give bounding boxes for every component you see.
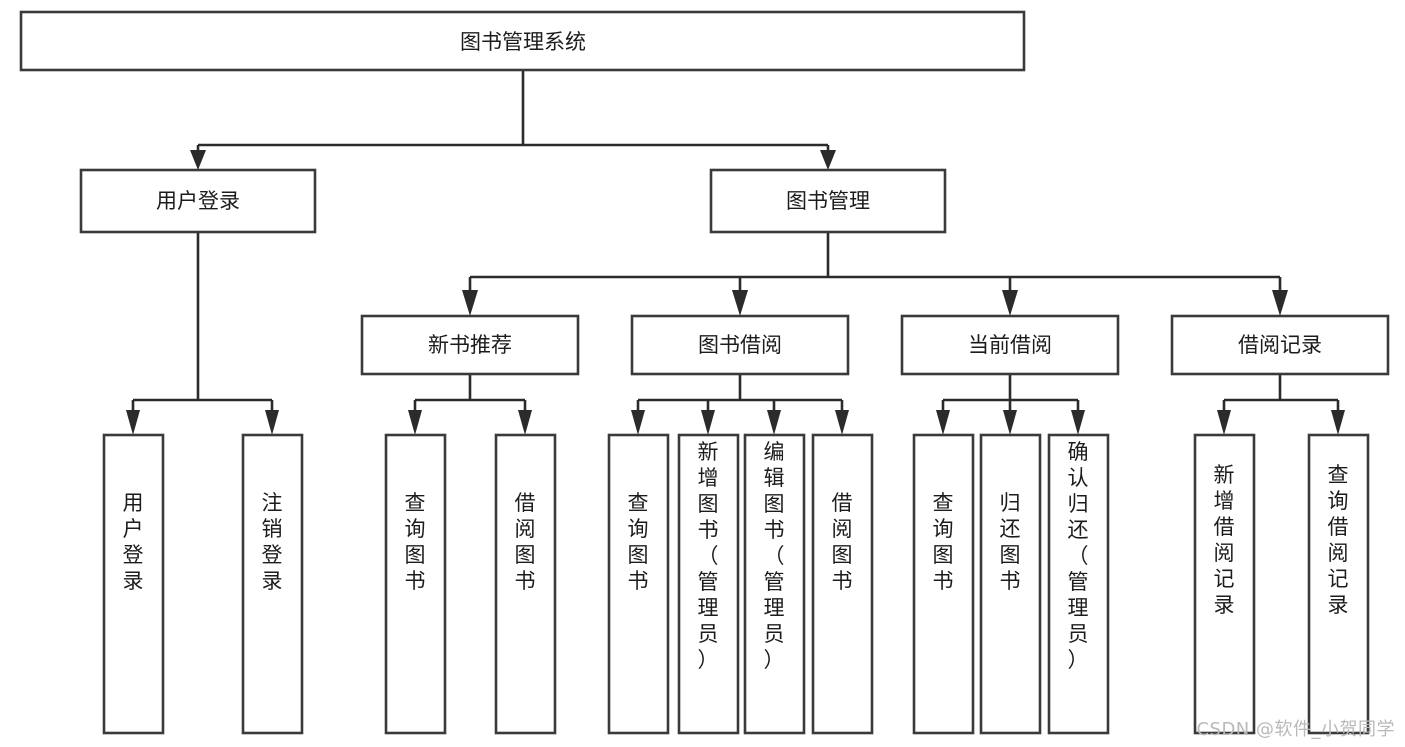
node-leaf-query-book-2[interactable]: 查询图书 [607,433,670,735]
node-current-borrow[interactable]: 当前借阅 [900,314,1120,376]
node-leaf-user-logout[interactable]: 注销登录 [241,433,304,735]
connector-group-book-management [462,232,1288,316]
node-book-management-box[interactable] [709,168,947,234]
node-new-book-recommend-label: 新书推荐 [428,333,512,357]
node-leaf-user-login-label: 用户登录 [123,491,144,593]
arrow-head-user-login [190,150,206,170]
connector-group-borrow-record [1217,374,1345,435]
node-root-box[interactable] [19,10,1026,72]
node-borrow-record[interactable]: 借阅记录 [1170,314,1390,376]
node-leaf-confirm-return[interactable]: 确认归还（管理员） [1047,433,1110,735]
node-user-login-box[interactable] [79,168,317,234]
node-leaf-query-book-3-box[interactable] [912,433,975,735]
node-book-borrow-box[interactable] [630,314,850,376]
connector-group-user-login [126,232,279,435]
node-current-borrow-box[interactable] [900,314,1120,376]
node-leaf-query-book-3-label: 查询图书 [933,491,954,593]
node-borrow-record-box[interactable] [1170,314,1390,376]
node-leaf-user-logout-label: 注销登录 [262,491,283,593]
node-leaf-query-book-1-label: 查询图书 [405,491,426,593]
node-new-book-recommend-box[interactable] [360,314,580,376]
node-leaf-borrow-book-1-box[interactable] [494,433,557,735]
node-leaf-query-book-2-box[interactable] [607,433,670,735]
arrow-head-new-book-recommend [462,290,478,316]
arrow-head-leaf-return-book [1003,410,1017,435]
connector-group-new-book-recommend [408,374,532,435]
arrow-head-leaf-add-book [701,410,715,435]
node-book-management-label: 图书管理 [786,189,870,213]
arrow-head-book-management [820,150,836,170]
arrow-head-leaf-user-logout [265,410,279,435]
node-leaf-borrow-book-2[interactable]: 借阅图书 [811,433,874,735]
arrow-head-book-borrow [732,290,748,316]
arrow-head-leaf-query-book-2 [631,410,645,435]
node-leaf-confirm-return-box[interactable] [1047,433,1110,735]
node-leaf-add-book-label: 新增图书（管理员） [698,440,719,672]
node-leaf-confirm-return-label: 确认归还（管理员） [1068,440,1089,672]
connector-group-book-borrow [631,374,849,435]
node-leaf-edit-book-box[interactable] [743,433,806,735]
node-leaf-edit-book-label: 编辑图书（管理员） [764,440,785,672]
arrow-head-leaf-add-record [1217,410,1231,435]
node-user-login-label: 用户登录 [156,189,240,213]
node-leaf-query-book-2-label: 查询图书 [628,491,649,593]
node-user-login[interactable]: 用户登录 [79,168,317,234]
node-leaf-return-book-box[interactable] [979,433,1042,735]
node-book-borrow-label: 图书借阅 [698,333,782,357]
node-leaf-user-login-box[interactable] [102,433,165,735]
arrow-head-leaf-borrow-book-2 [835,410,849,435]
node-leaf-add-book[interactable]: 新增图书（管理员） [677,433,740,735]
node-book-management[interactable]: 图书管理 [709,168,947,234]
node-leaf-user-login[interactable]: 用户登录 [102,433,165,735]
arrow-head-leaf-query-record [1331,410,1345,435]
node-leaf-query-book-3[interactable]: 查询图书 [912,433,975,735]
arrow-head-leaf-edit-book [767,410,781,435]
arrow-head-current-borrow [1002,290,1018,316]
node-leaf-add-record[interactable]: 新增借阅记录 [1193,433,1256,735]
connector-group-root [190,70,836,170]
node-leaf-borrow-book-1[interactable]: 借阅图书 [494,433,557,735]
arrow-head-leaf-query-book-1 [408,410,422,435]
node-new-book-recommend[interactable]: 新书推荐 [360,314,580,376]
arrow-head-leaf-confirm-return [1071,410,1085,435]
node-book-borrow[interactable]: 图书借阅 [630,314,850,376]
node-leaf-query-book-1-box[interactable] [384,433,447,735]
node-leaf-query-book-1[interactable]: 查询图书 [384,433,447,735]
arrow-head-leaf-borrow-book-1 [518,410,532,435]
node-leaf-borrow-book-1-label: 借阅图书 [515,491,536,593]
node-leaf-query-record-box[interactable] [1307,433,1370,735]
node-leaf-return-book-label: 归还图书 [1000,491,1021,593]
connector-group-current-borrow [936,374,1085,435]
arrow-head-borrow-record [1272,290,1288,316]
node-leaf-return-book[interactable]: 归还图书 [979,433,1042,735]
node-leaf-add-record-box[interactable] [1193,433,1256,735]
node-leaf-borrow-book-2-label: 借阅图书 [832,491,853,593]
node-leaf-borrow-book-2-box[interactable] [811,433,874,735]
node-borrow-record-label: 借阅记录 [1238,333,1322,357]
node-current-borrow-label: 当前借阅 [968,333,1052,357]
node-root-label: 图书管理系统 [460,30,586,54]
node-leaf-user-logout-box[interactable] [241,433,304,735]
csdn-watermark: CSDN @软件_小贺同学 [1196,719,1395,740]
node-root[interactable]: 图书管理系统 [19,10,1026,72]
node-leaf-query-record[interactable]: 查询借阅记录 [1307,433,1370,735]
node-leaf-add-record-label: 新增借阅记录 [1214,463,1235,617]
node-leaf-edit-book[interactable]: 编辑图书（管理员） [743,433,806,735]
arrow-head-leaf-query-book-3 [936,410,950,435]
node-leaf-add-book-box[interactable] [677,433,740,735]
arrow-head-leaf-user-login [126,410,140,435]
node-leaf-query-record-label: 查询借阅记录 [1328,463,1349,617]
